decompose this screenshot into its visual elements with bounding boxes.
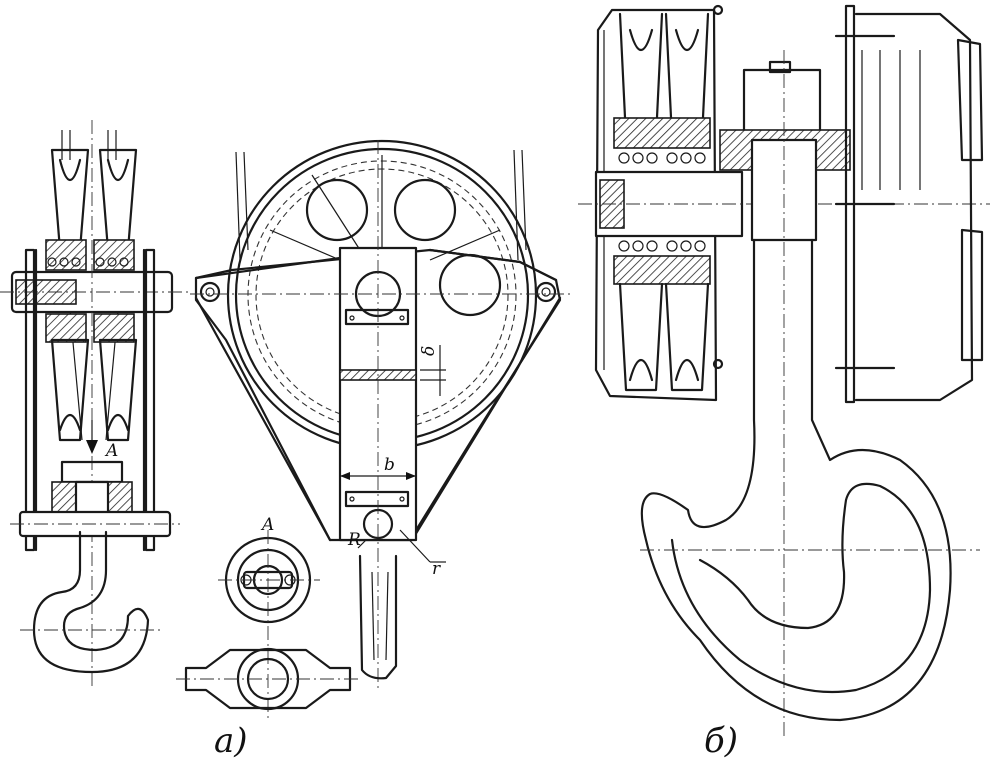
b-bearings-top: [618, 152, 706, 164]
dim-r-lower-label: r: [432, 559, 441, 579]
section-a-marker: A: [104, 441, 118, 461]
side-section-view: A: [0, 120, 190, 690]
view-b: б): [578, 4, 990, 761]
bearings-upper: [47, 257, 129, 267]
caption-view-a: а): [214, 721, 248, 761]
caption-view-b: б): [704, 721, 738, 761]
front-view: δ b R r: [190, 139, 570, 690]
dim-b-label: b: [384, 455, 395, 475]
b-bolts: [712, 4, 896, 370]
b-bearings-bottom: [618, 240, 706, 252]
section-a-view: A а): [176, 515, 360, 761]
dim-delta-label: δ: [419, 346, 439, 356]
section-a-title: A: [260, 515, 274, 535]
dim-r-upper-label: R: [347, 530, 361, 550]
